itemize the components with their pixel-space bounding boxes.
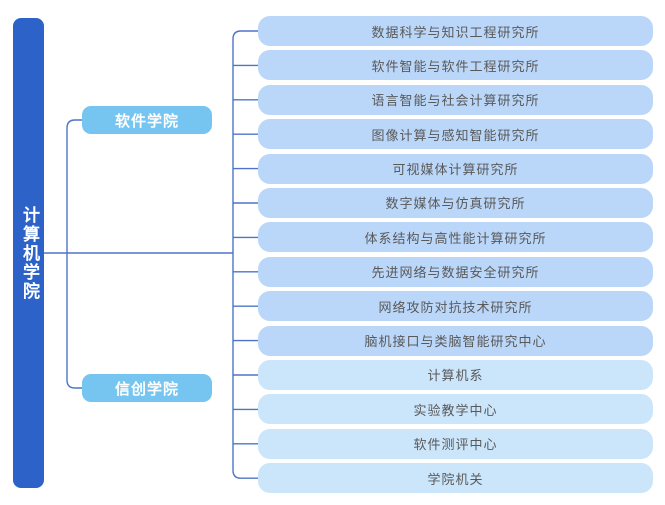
node-computer-science-department: 计算机系 xyxy=(258,359,653,390)
branch-rail-line xyxy=(66,119,82,389)
leaf-spine-line xyxy=(232,30,258,479)
node-computer-college-label: 计算机学院 xyxy=(19,205,39,301)
node-image-computing-perceptual-intelligence: 图像计算与感知智能研究所 xyxy=(258,119,653,150)
node-brain-computer-interface: 脑机接口与类脑智能研究中心 xyxy=(258,325,653,356)
node-visual-media-computing: 可视媒体计算研究所 xyxy=(258,153,653,184)
leaf-column: 数据科学与知识工程研究所 软件智能与软件工程研究所 语言智能与社会计算研究所 图… xyxy=(258,16,653,494)
node-network-attack-defense: 网络攻防对抗技术研究所 xyxy=(258,291,653,322)
node-software-intelligence-engineering: 软件智能与软件工程研究所 xyxy=(258,50,653,81)
node-software-college: 软件学院 xyxy=(82,106,212,134)
node-data-science-knowledge-engineering: 数据科学与知识工程研究所 xyxy=(258,16,653,46)
node-language-intelligence-social-computing: 语言智能与社会计算研究所 xyxy=(258,84,653,115)
node-architecture-hpc: 体系结构与高性能计算研究所 xyxy=(258,222,653,253)
node-college-administration: 学院机关 xyxy=(258,463,653,494)
node-experimental-teaching-center: 实验教学中心 xyxy=(258,394,653,425)
node-xinchuang-college: 信创学院 xyxy=(82,374,212,402)
node-software-testing-center: 软件测评中心 xyxy=(258,428,653,459)
node-digital-media-simulation: 数字媒体与仿真研究所 xyxy=(258,187,653,218)
node-advanced-network-data-security: 先进网络与数据安全研究所 xyxy=(258,256,653,287)
node-computer-college: 计算机学院 xyxy=(13,18,44,488)
